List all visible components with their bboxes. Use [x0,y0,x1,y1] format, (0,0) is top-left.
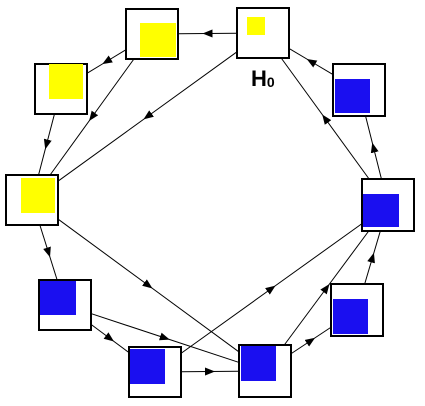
edges-layer [38,29,382,376]
edge-bottom-center-blue-to-lower-right-blue [290,326,332,355]
node-lower-right-blue [330,283,384,337]
node-left-yellow [5,174,59,226]
edge-h0-to-left-yellow [57,51,238,182]
edge-bottom-center-blue-to-right-blue [283,230,370,346]
edge-upper-left-yellow-to-left-yellow [38,113,55,176]
node-box-h0 [236,7,290,59]
node-upper-left-yellow [34,63,88,115]
node-bottom-center-blue [238,344,292,398]
nodes-layer [5,7,415,398]
edge-bottom-left-blue-to-right-blue [180,223,363,354]
node-lower-left-blue [38,279,92,331]
edge-top-left-yellow-to-left-yellow [49,58,135,176]
node-fill-right-blue [363,194,399,227]
node-bottom-left-blue [128,346,182,398]
edge-lower-left-blue-to-bottom-center-blue [90,313,240,363]
node-fill-h0 [247,17,265,35]
edge-lower-right-blue-to-right-blue [364,230,381,285]
edge-right-blue-to-h0 [280,57,370,180]
node-fill-top-left-yellow [140,23,176,57]
edge-bottom-left-blue-to-bottom-center-blue [180,367,240,376]
node-upper-right-blue [332,63,386,117]
node-fill-bottom-left-blue [130,349,165,384]
edge-h0-to-top-left-yellow [177,29,238,38]
node-top-left-yellow [125,8,179,60]
node-fill-bottom-center-blue [241,346,276,381]
node-fill-upper-right-blue [335,79,370,113]
edge-right-blue-to-upper-right-blue [365,115,382,180]
node-label-h0: H0 [251,66,275,91]
edge-lower-left-blue-to-bottom-left-blue [90,323,130,354]
edge-left-yellow-to-lower-left-blue [39,224,58,281]
edge-upper-right-blue-to-h0 [288,48,334,75]
node-fill-lower-left-blue [40,281,76,315]
labels-layer: H0 [251,66,275,91]
edge-top-left-yellow-to-upper-left-yellow [86,49,127,74]
edge-left-yellow-to-bottom-center-blue [57,218,240,353]
node-fill-left-yellow [21,178,55,213]
node-fill-lower-right-blue [333,299,368,334]
node-h0 [236,7,290,59]
node-right-blue [361,178,415,232]
node-fill-upper-left-yellow [49,64,83,99]
